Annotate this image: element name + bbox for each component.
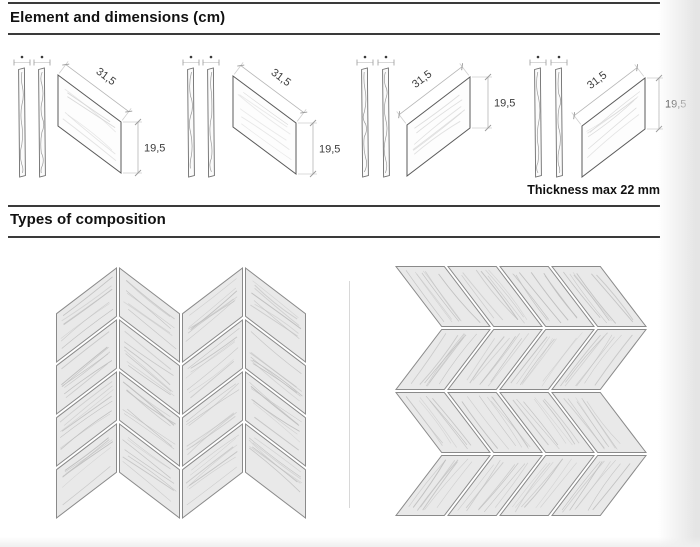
tile <box>182 266 243 364</box>
tile <box>498 392 596 453</box>
element-face <box>581 76 646 179</box>
thickness-ref-dot <box>189 55 193 59</box>
dimension-label-height: 19,5 <box>319 144 340 156</box>
tile <box>550 455 648 516</box>
element-variant-2: 31,5 19,5 <box>182 55 340 178</box>
edge-profile <box>182 55 200 178</box>
thickness-note: Thickness max 22 mm <box>527 183 660 197</box>
tile <box>56 318 117 416</box>
tile <box>498 266 596 327</box>
composition-rule-bottom <box>8 236 660 238</box>
edge-profile <box>33 55 51 178</box>
edge-profile <box>356 55 374 178</box>
tile <box>498 455 596 516</box>
tile <box>550 329 648 390</box>
tile <box>119 318 180 416</box>
tile <box>550 392 648 453</box>
thickness-ref-dot <box>20 55 24 59</box>
section-title-composition: Types of composition <box>10 211 166 228</box>
element-variant-4: 31,5 19,5 <box>529 55 686 179</box>
tile <box>245 318 306 416</box>
element-face <box>406 75 471 178</box>
edge-profile <box>529 55 547 178</box>
thickness-ref-dot <box>209 55 213 59</box>
thickness-ref-dot <box>384 55 388 59</box>
dimension-label-slant: 31,5 <box>410 68 434 91</box>
edge-profile <box>377 55 395 178</box>
thickness-ref-dot <box>363 55 367 59</box>
tile <box>245 266 306 364</box>
thickness-ref-dot <box>557 55 561 59</box>
dimension-label-slant: 31,5 <box>269 67 293 89</box>
tile <box>119 266 180 364</box>
dimension-label-height: 19,5 <box>144 143 165 155</box>
tile <box>446 392 544 453</box>
dimension-label-height: 19,5 <box>494 98 515 110</box>
tile <box>182 318 243 416</box>
tile <box>56 266 117 364</box>
composition-rule-top <box>8 205 660 207</box>
tile <box>394 329 492 390</box>
tile <box>394 392 492 453</box>
header-rule <box>8 33 660 35</box>
element-variant-1: 31,5 19,5 <box>13 55 165 178</box>
tile <box>245 370 306 468</box>
thickness-ref-dot <box>536 55 540 59</box>
element-face <box>57 74 122 174</box>
tile <box>182 370 243 468</box>
top-rule <box>8 2 660 4</box>
composition-chevron-vertical <box>56 266 306 520</box>
tile <box>245 422 306 520</box>
edge-profile <box>550 55 568 178</box>
dimension-label-slant: 31,5 <box>94 66 118 88</box>
tile <box>394 266 492 327</box>
tile <box>56 370 117 468</box>
thickness-ref-dot <box>40 55 44 59</box>
tile <box>446 266 544 327</box>
tile <box>182 422 243 520</box>
tile <box>498 329 596 390</box>
tile <box>119 370 180 468</box>
tile <box>446 329 544 390</box>
element-variant-3: 31,5 19,5 <box>356 55 515 178</box>
dimension-label-slant: 31,5 <box>585 69 609 92</box>
section-title-elements: Element and dimensions (cm) <box>10 9 226 26</box>
tile <box>550 266 648 327</box>
composition-chevron-horizontal <box>394 266 648 516</box>
tile <box>394 455 492 516</box>
edge-profile <box>13 55 31 178</box>
element-face <box>232 75 297 175</box>
tile <box>56 422 117 520</box>
tile <box>446 455 544 516</box>
edge-profile <box>202 55 220 178</box>
tile <box>119 422 180 520</box>
dimension-label-height: 19,5 <box>665 99 686 111</box>
